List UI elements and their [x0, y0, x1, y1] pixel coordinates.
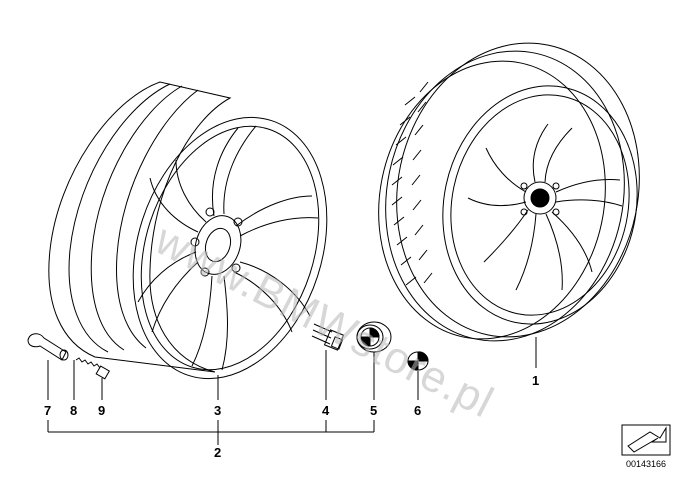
emblem-drawing [407, 351, 429, 371]
callout-5: 5 [370, 403, 378, 418]
callout-9: 9 [98, 403, 106, 418]
valve-drawing [27, 333, 111, 380]
hub-cap-drawing [356, 321, 392, 353]
callout-6: 6 [414, 403, 422, 418]
reference-number: 00143166 [626, 459, 667, 469]
rim-drawing [48, 81, 328, 380]
callout-1: 1 [532, 373, 540, 388]
callout-3: 3 [214, 403, 222, 418]
callout-7: 7 [44, 403, 52, 418]
callout-8: 8 [70, 403, 78, 418]
callout-4: 4 [322, 403, 330, 418]
diagonal-arrow-icon [621, 424, 671, 456]
wheel-bolt-drawing [311, 323, 345, 351]
tyre-drawing [378, 42, 640, 342]
leader-lines [47, 337, 537, 445]
callout-2: 2 [214, 445, 222, 460]
